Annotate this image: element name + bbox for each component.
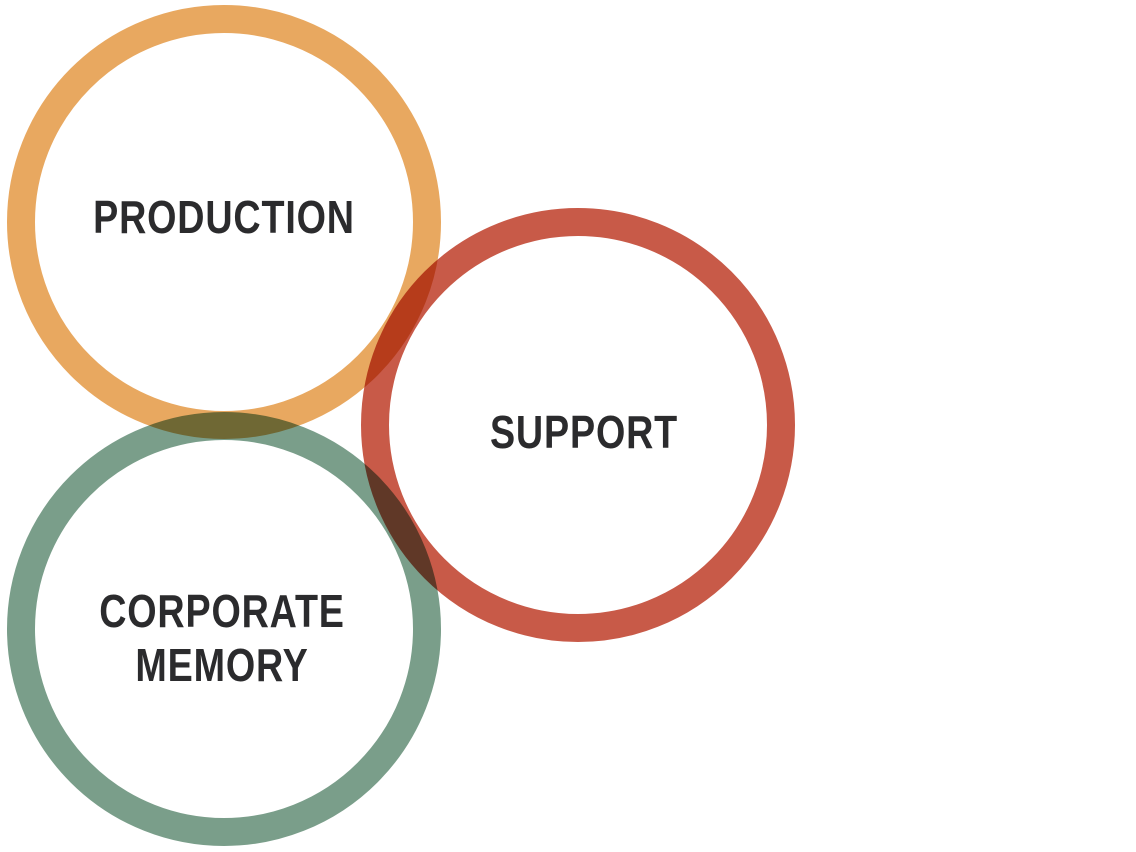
corporate-memory-label-line2: MEMORY bbox=[135, 639, 309, 691]
support-circle bbox=[361, 208, 795, 642]
production-label: PRODUCTION bbox=[93, 191, 355, 243]
support-label: SUPPORT bbox=[489, 406, 679, 458]
corporate-memory-label-line1: CORPORATE bbox=[99, 585, 345, 637]
corporate-memory-circle bbox=[7, 412, 441, 846]
corporate-memory-label: CORPORATE MEMORY bbox=[58, 584, 386, 692]
